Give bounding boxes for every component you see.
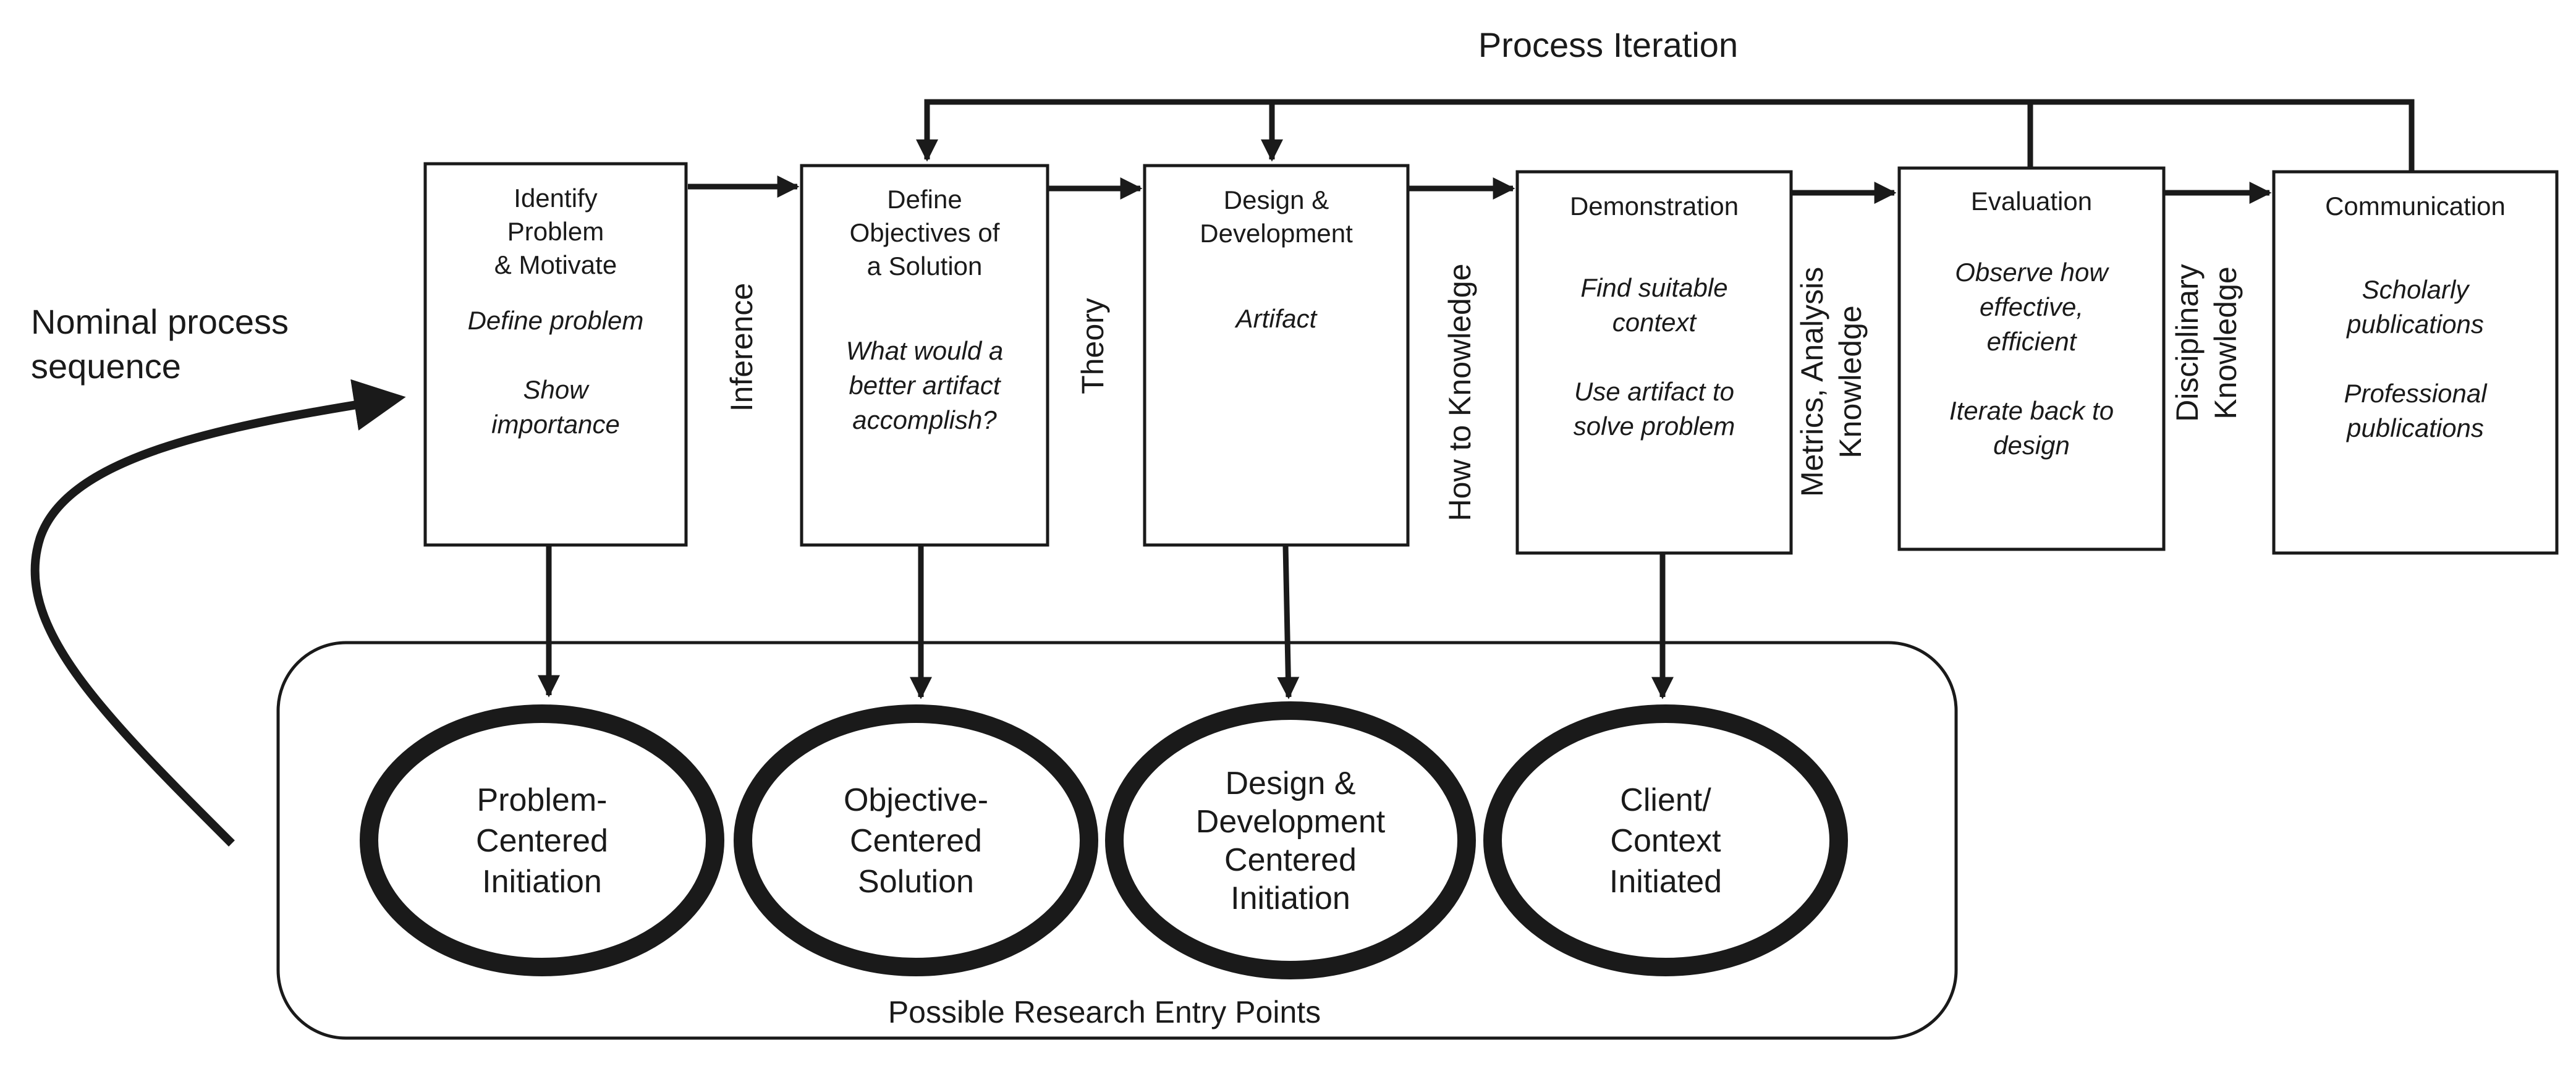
step-box [1515,170,1793,555]
step-heading-line: Problem [507,217,604,246]
step-box [423,162,688,547]
entry-label-line: Centered [1224,842,1357,878]
step-detail-line: context [1612,308,1698,337]
entry-points-container [276,641,1958,1040]
connector-label-line: Metrics, Analysis [1795,267,1829,497]
step-detail-line: solve problem [1574,412,1735,441]
entry-label-line: Problem- [477,782,608,818]
entry-ellipse [734,704,1098,976]
entry-label-line: Objective- [844,782,988,818]
connector-inference: Inference [724,283,759,412]
nominal-process-label: Nominal process sequence [31,302,289,386]
step-heading-line: Development [1200,219,1353,248]
entry-ellipse [1105,701,1476,979]
step-heading-line: Demonstration [1570,192,1739,221]
step-detail-line: publications [2345,413,2484,442]
step-box [1897,166,2166,551]
step-detail-line: effective, [1980,292,2083,321]
nominal-sequence-arrow [30,379,406,847]
entry-label-line: Client/ [1620,782,1711,818]
entry-ellipse [360,704,724,976]
connector-label-line: How to Knowledge [1443,264,1477,522]
entry-ellipse [1483,704,1848,976]
step-heading-line: a Solution [867,251,983,281]
step-heading-line: Objectives of [850,218,1000,247]
connector-label-line: Disciplinary [2170,264,2205,422]
step-heading-line: & Motivate [494,250,617,279]
process-iteration-loop [916,99,2415,172]
step-detail-line: design [1993,431,2070,460]
entry-label-line: Initiation [482,864,602,900]
sequence-arrows [688,175,2272,204]
connector-label-line: Theory [1075,298,1110,394]
step-heading-line: Identify [514,184,597,213]
step-detail-line: better artifact [849,371,1001,400]
step-detail-line: efficient [1987,327,2078,356]
nominal-label-line-1: Nominal process [31,302,289,341]
research-entry-points: Problem-CenteredInitiationObjective-Cent… [360,701,1848,979]
entry-label-line: Design & [1226,766,1356,801]
step-detail-line: Show [523,375,590,404]
entry-label-line: Centered [850,823,982,859]
step-detail-line: Find suitable [1580,273,1727,302]
connector-theory: Theory [1075,298,1110,394]
connector-label-line: Knowledge [1833,305,1868,458]
step-detail-line: Observe how [1955,258,2109,287]
nominal-label-line-2: sequence [31,347,181,386]
step-box [800,164,1049,547]
entry-label-line: Solution [858,864,974,900]
step-detail-line: What would a [846,336,1003,365]
step-detail-line: Artifact [1234,304,1318,333]
step-detail-line: Professional [2344,379,2488,408]
step-detail-line: Define problem [468,306,644,335]
entry-arrows [538,544,1674,699]
entry-label-line: Development [1196,804,1386,840]
step-heading-line: Evaluation [1971,187,2092,216]
step-detail-line: accomplish? [852,405,997,434]
step-box [1143,164,1410,547]
entry-label-line: Initiation [1231,881,1350,916]
step-heading-line: Design & [1224,185,1329,214]
step-heading-line: Communication [2325,192,2506,221]
diagram-title: Process Iteration [1478,25,1738,64]
step-detail-line: Use artifact to [1574,377,1734,406]
step-detail-line: importance [491,410,620,439]
step-detail-line: publications [2345,310,2484,339]
knowledge-connectors: Inference Theory How to Knowledge Metrics, … [724,264,2243,522]
entry-points-caption: Possible Research Entry Points [888,995,1321,1029]
step-detail-line: Scholarly [2362,275,2471,304]
connector-how-to-knowledge: How to Knowledge [1443,264,1477,522]
entry-label-line: Initiated [1609,864,1722,900]
entry-label-line: Centered [476,823,608,859]
connector-label-line: Knowledge [2208,266,2243,419]
step-box [2272,170,2559,555]
step-heading-line: Define [887,185,962,214]
entry-label-line: Context [1610,823,1721,859]
step-communication: CommunicationScholarlypublicationsProfes… [2272,170,2559,555]
connector-label-line: Inference [724,283,759,412]
step-detail-line: Iterate back to [1949,396,2114,425]
